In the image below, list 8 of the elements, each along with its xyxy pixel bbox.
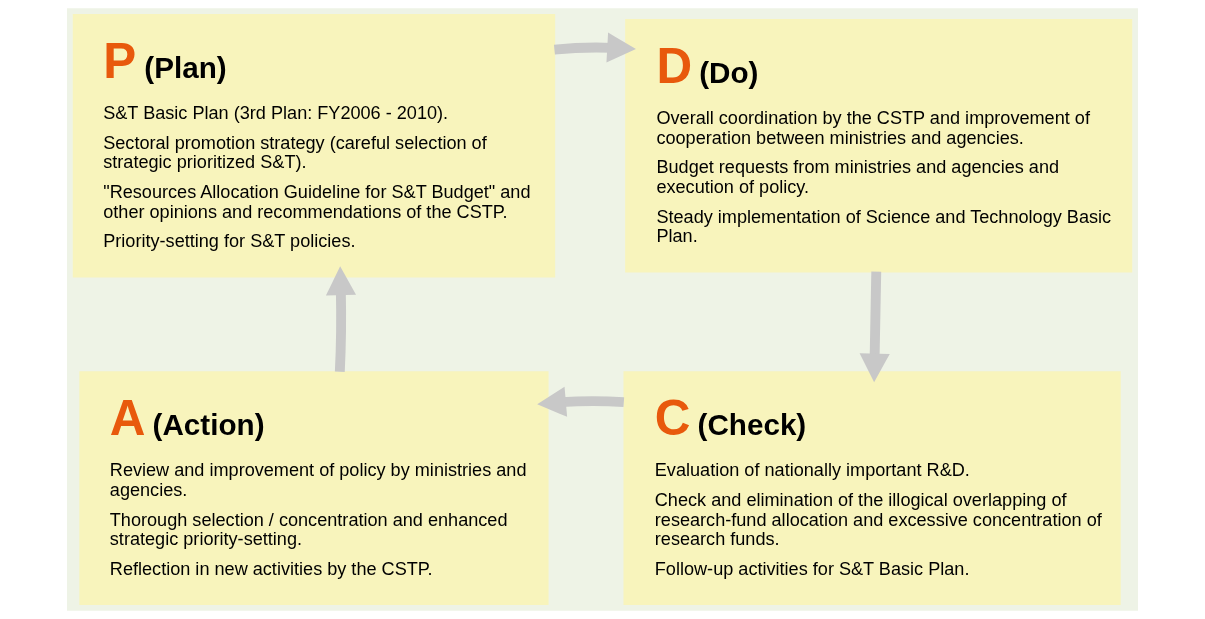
arrow	[537, 386, 625, 417]
node-box: C(Check) Evaluation of nationally important R&D. Check and elimination of the illogical overlapping of research-fund allocation and excessive concentration of research funds. Follow-up activities for S&T Basic Plan.	[623, 371, 1121, 606]
node-box: D(Do) Overall coordination by the CSTP and improvement of cooperation between ministries and agencies. Budget requests from ministries and agencies and execution of policy. Steady implementation of Science and Technology Basic Plan.	[625, 18, 1133, 273]
arrow	[325, 266, 357, 373]
node-box: A(Action) Review and improvement of policy by ministries and agencies. Thorough selection / concentration and enhanced strategic priority-setting. Reflection in new activities by the CSTP.	[79, 371, 549, 606]
node-box: P (Plan) S&T Basic Plan (3rd Plan: FY2006 - 2010). Sectoral promotion strategy (careful selection of strategic prioritized S&T). "Resources Allocation Guideline for S&T Budget" and other opinions and recommendations of the CSTP. Priority-setting for S&T policies.	[72, 13, 556, 278]
arrow	[859, 271, 890, 383]
arrow	[553, 32, 636, 63]
